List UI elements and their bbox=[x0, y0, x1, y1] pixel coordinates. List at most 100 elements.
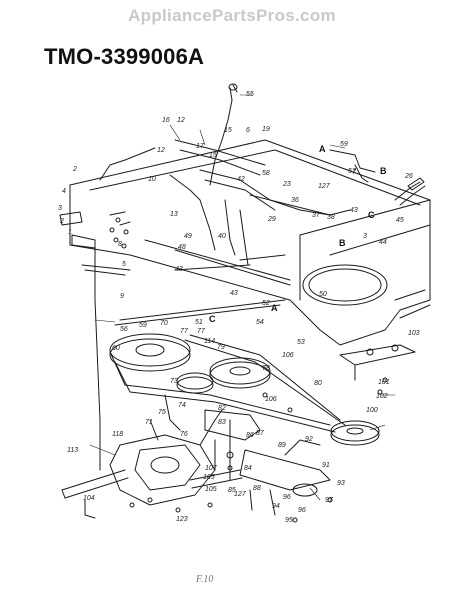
part-label: 85 bbox=[228, 487, 236, 494]
callout-letter-c-right: C bbox=[368, 210, 375, 220]
part-label: 92 bbox=[305, 436, 313, 443]
part-label: 79 bbox=[217, 344, 225, 351]
part-label: 43 bbox=[230, 290, 238, 297]
part-label: 53 bbox=[297, 339, 305, 346]
part-label: 52 bbox=[262, 300, 270, 307]
part-label: 59 bbox=[340, 141, 348, 148]
part-label: 3 bbox=[58, 205, 62, 212]
part-label: 105 bbox=[205, 486, 217, 493]
part-label: 107 bbox=[205, 465, 218, 472]
part-label: 123 bbox=[176, 516, 188, 523]
part-label: 60 bbox=[112, 345, 120, 352]
callout-letter-a-mid: A bbox=[271, 303, 278, 313]
part-label: 100 bbox=[366, 407, 378, 414]
part-label: 114 bbox=[204, 338, 215, 345]
part-label: 37 bbox=[312, 212, 321, 219]
part-label: 12 bbox=[177, 117, 185, 124]
part-label: 43 bbox=[175, 266, 183, 273]
part-label: 29 bbox=[267, 216, 276, 223]
callout-letter-c-left: C bbox=[209, 314, 216, 324]
part-label: 89 bbox=[278, 442, 286, 449]
part-label: 49 bbox=[184, 233, 192, 240]
part-label: 56 bbox=[120, 326, 128, 333]
part-label: 38 bbox=[327, 214, 335, 221]
part-label: 84 bbox=[244, 465, 252, 472]
lift-handle bbox=[329, 149, 426, 206]
part-label: 54 bbox=[256, 319, 264, 326]
part-label: 4 bbox=[62, 188, 66, 195]
control-rods bbox=[114, 254, 286, 326]
part-number-labels: 55 16 12 15 6 19 12 17 15 2 58 10 42 7 1… bbox=[58, 91, 420, 524]
part-label: 15 bbox=[209, 152, 217, 159]
part-label: 55 bbox=[246, 91, 254, 98]
part-label: 80 bbox=[314, 380, 322, 387]
page-footer-mark: F.10 bbox=[196, 574, 214, 585]
part-label: 95 bbox=[285, 517, 293, 524]
callout-letter-a-top: A bbox=[319, 144, 326, 154]
part-label: 9 bbox=[120, 293, 124, 300]
part-label: 44 bbox=[379, 239, 387, 246]
part-label: 118 bbox=[112, 431, 123, 438]
part-label: 97 bbox=[325, 497, 334, 504]
watermark-text: AppliancePartsPros.com bbox=[128, 6, 336, 25]
part-label: 71 bbox=[145, 419, 153, 426]
part-label: 58 bbox=[262, 170, 270, 177]
part-label: 75 bbox=[158, 409, 166, 416]
lower-linkage bbox=[239, 439, 331, 516]
part-label: 96 bbox=[298, 507, 306, 514]
part-label: 101 bbox=[378, 379, 390, 386]
part-label: 77 bbox=[180, 328, 189, 335]
part-label: 48 bbox=[178, 244, 186, 251]
part-label: 77 bbox=[197, 328, 206, 335]
part-label: 87 bbox=[256, 430, 265, 437]
axle-shaft bbox=[61, 469, 243, 519]
part-label: 102 bbox=[376, 393, 388, 400]
part-label: 51 bbox=[195, 319, 203, 326]
hardware-bits bbox=[129, 377, 388, 523]
part-label: 43 bbox=[350, 207, 358, 214]
part-label: 88 bbox=[253, 485, 261, 492]
part-label: 70 bbox=[160, 320, 168, 327]
part-label: 59 bbox=[139, 322, 147, 329]
part-label: 96 bbox=[283, 494, 291, 501]
part-label: 103 bbox=[408, 330, 420, 337]
part-label: 93 bbox=[337, 480, 345, 487]
steering-linkage bbox=[169, 83, 351, 266]
part-label: 57 bbox=[348, 168, 357, 175]
right-bracket bbox=[339, 344, 416, 381]
part-label: 83 bbox=[218, 419, 226, 426]
idler-arm bbox=[204, 409, 261, 481]
part-label: 1 bbox=[68, 229, 72, 236]
part-label: 5 bbox=[122, 261, 126, 268]
part-label: 6 bbox=[246, 127, 250, 134]
part-label: 26 bbox=[404, 173, 413, 180]
callout-letter-b-mid: B bbox=[339, 238, 346, 248]
part-label: 16 bbox=[162, 117, 170, 124]
part-label: 7 bbox=[352, 169, 357, 176]
part-label: 127 bbox=[234, 491, 247, 498]
part-label: 2 bbox=[59, 218, 64, 225]
part-label: 106 bbox=[282, 352, 294, 359]
part-label: 105 bbox=[203, 474, 215, 481]
model-number-title: TMO-3399006A bbox=[44, 44, 205, 69]
part-label: 19 bbox=[262, 126, 270, 133]
part-label: 3 bbox=[363, 233, 367, 240]
part-label: 104 bbox=[83, 495, 95, 502]
part-label: 42 bbox=[237, 176, 245, 183]
part-label: 36 bbox=[291, 197, 299, 204]
part-label: 17 bbox=[196, 143, 205, 150]
chassis-frame bbox=[69, 139, 431, 346]
part-label: 50 bbox=[319, 291, 327, 298]
left-brackets bbox=[59, 211, 131, 471]
part-label: 2 bbox=[72, 166, 77, 173]
part-label: 40 bbox=[218, 233, 226, 240]
leader-lines bbox=[89, 94, 396, 501]
part-label: 113 bbox=[67, 447, 78, 454]
part-label: 10 bbox=[148, 176, 156, 183]
part-label: 73 bbox=[170, 378, 178, 385]
part-label: 82 bbox=[218, 405, 226, 412]
belt-and-pulleys bbox=[109, 333, 380, 446]
part-label: 12 bbox=[157, 147, 165, 154]
